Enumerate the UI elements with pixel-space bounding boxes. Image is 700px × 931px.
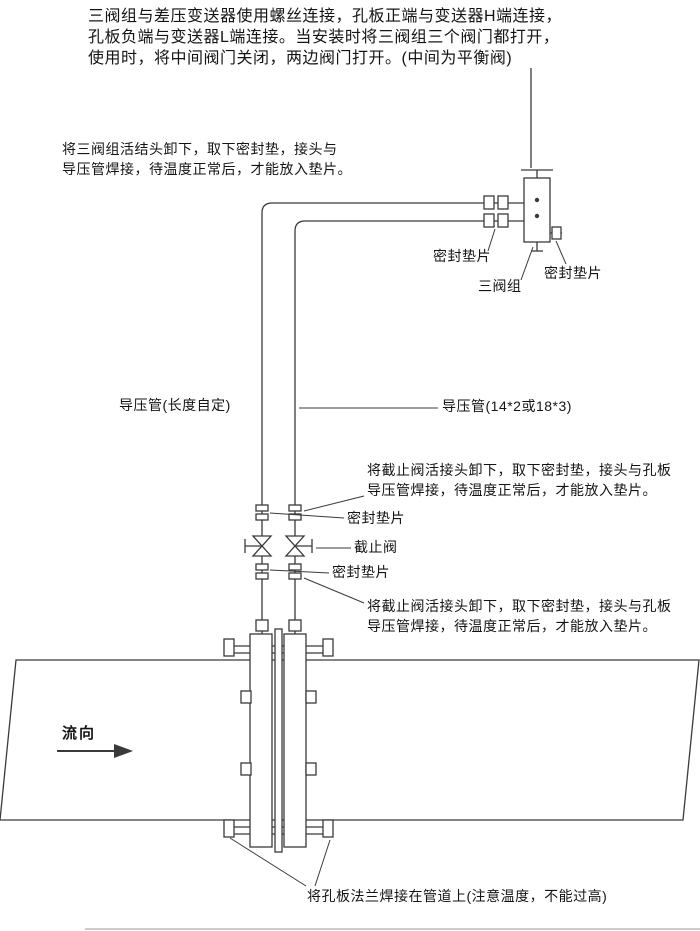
stop-valve-label: 截止阀 [354,539,398,555]
leader-gasket-above-valve [269,512,345,519]
leader-note-upper [303,495,365,512]
intro-line-3: 使用时，将中间阀门关闭，两边阀门打开。(中间为平衡阀) [88,50,513,67]
leader-manifold [520,246,534,281]
main-pipe [0,659,700,821]
orifice-plate [274,628,283,853]
stop-valve-note-lower-line-2: 导压管焊接，待温度正常后，才能放入垫片。 [367,618,657,634]
manifold-note-line-2: 导压管焊接，待温度正常后，才能放入垫片。 [62,161,352,177]
manifold-note-line-1: 将三阀组活结头卸下，取下密封垫，接头与 [62,141,338,157]
flange-plate-left [249,633,273,848]
gasket-manifold-left-label: 密封垫片 [433,248,491,264]
stop-valve-note-lower: 将截止阀活接头卸下，取下密封垫，接头与孔板 导压管焊接，待温度正常后，才能放入垫… [367,596,672,636]
manifold-label: 三阀组 [478,278,522,294]
gasket-below-valve-label: 密封垫片 [332,564,390,580]
flange-nuts [223,638,334,838]
tap-fitting-right [288,619,302,632]
stop-valve-note-upper: 将截止阀活接头卸下，取下密封垫，接头与孔板 导压管焊接，待温度正常后，才能放入垫… [367,460,672,500]
intro-paragraph: 三阀组与差压变送器使用螺丝连接，孔板正端与变送器H端连接， 孔板负端与变送器L端… [88,6,562,69]
manifold-port-dot [534,197,540,203]
manifold-gasket-left [483,195,495,210]
flange-plate-right [283,633,307,848]
manifold-gasket-left [497,195,509,210]
stop-valve-note-upper-line-1: 将截止阀活接头卸下，取下密封垫，接头与孔板 [367,462,672,478]
manifold-gasket-left [497,213,509,228]
impulse-pipe-high [261,202,526,640]
flow-direction-label: 流向 [62,725,97,742]
tap-fitting-left [255,619,269,632]
gasket-symbols [255,504,302,580]
leader-gasket-below-valve [269,569,330,574]
stop-valve-note-upper-line-2: 导压管焊接，待温度正常后，才能放入垫片。 [367,482,657,498]
leader-gasket-manifold-left [487,228,496,252]
gasket-manifold-right-label: 密封垫片 [544,265,602,281]
three-valve-manifold-drawing [483,169,562,252]
weld-note: 将孔板法兰焊接在管道上(注意温度，不能过高) [307,888,608,904]
manifold-port-dot [534,213,540,219]
stop-valve-right [284,535,313,557]
leader-gasket-manifold-right [555,240,567,265]
intro-line-1: 三阀组与差压变送器使用螺丝连接，孔板正端与变送器H端连接， [88,8,563,25]
stop-valve-note-lower-line-1: 将截止阀活接头卸下，取下密封垫，接头与孔板 [367,598,672,614]
impulse-pipe-low [294,220,526,640]
manifold-gasket-left [483,213,495,228]
impulse-pipe-right-label: 导压管(14*2或18*3) [442,398,572,414]
manifold-gasket-right [551,226,562,240]
leader-weld-note-left [229,837,307,887]
intro-line-2: 孔板负端与变送器L端连接。当安装时将三阀组三个阀门都打开， [88,29,560,46]
flow-arrow [57,744,133,758]
manifold-note: 将三阀组活结头卸下，取下密封垫，接头与 导压管焊接，待温度正常后，才能放入垫片。 [62,139,352,179]
leader-note-lower [303,577,365,604]
stop-valve-left [244,535,273,557]
gasket-above-valve-label: 密封垫片 [347,510,405,526]
impulse-pipe-left-label: 导压管(长度自定) [119,397,231,413]
leader-weld-note-right [314,839,331,887]
leader-lines [229,228,567,887]
